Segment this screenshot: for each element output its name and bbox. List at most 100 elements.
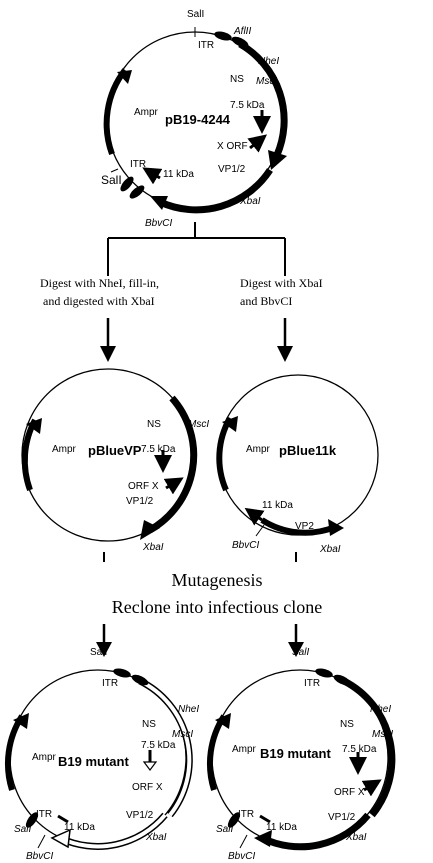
plasmid-left-mid-orfx-label: ORF X — [128, 481, 159, 492]
plasmid-left-bot-amp-label: Ampr — [32, 752, 57, 763]
plasmid-left-bot-itr-oval — [25, 812, 39, 828]
plasmid-right-bot-11kda-arrow — [259, 814, 271, 824]
plasmid-right-bot-itr-oval — [315, 668, 333, 678]
plasmid-right-bot-orf-arrow — [361, 779, 382, 797]
plasmid-right-bot-sal-bot-label: SalI — [216, 824, 233, 835]
plasmid-right-bot-orfx-label: ORF X — [334, 787, 365, 798]
plasmid-right-bot-vp-arc — [260, 812, 371, 851]
plasmid-top-xorf-arrow — [247, 134, 268, 153]
plasmid-left-bot-7kda-label: 7.5 kDa — [141, 740, 176, 751]
plasmid-top-afl-label: AflII — [233, 26, 251, 37]
plasmid-top: SalI ITR AflII NheI NS MscI 7.5 kDa X OR… — [101, 9, 288, 229]
plasmid-right-bot-msc-label: MscI — [372, 729, 393, 740]
plasmid-left-mid-msc-label: MscI — [188, 419, 209, 430]
plasmid-right-bot-itr-oval — [227, 812, 241, 828]
plasmid-left-bot-itr-bot-label: ITR — [36, 809, 52, 820]
plasmid-left-mid-7kda-label: 7.5 kDa — [141, 444, 176, 455]
plasmid-left-bot-11kda-arrow — [57, 814, 69, 824]
plasmid-right-mid-vp2-arrowhead — [328, 519, 344, 536]
plasmid-right-bot-amp-arrowhead — [215, 713, 231, 729]
plasmid-left-mid-amp-arc — [21, 418, 38, 492]
plasmid-right-bot-itr-top-label: ITR — [304, 678, 320, 689]
plasmid-top-msc-label: MscI — [256, 76, 277, 87]
plasmid-left-bot: SalI ITR NheI NS MscI 7.5 kDa ORF X VP1/… — [5, 647, 199, 862]
plasmid-left-mid-name: pBlueVP — [88, 443, 142, 458]
plasmid-right-bot-7kda-label: 7.5 kDa — [342, 744, 377, 755]
plasmid-top-ns-arc — [238, 40, 288, 157]
plasmid-right-bot-bbv-tick — [239, 834, 248, 849]
plasmid-left-bot-bbv-tick — [37, 834, 46, 849]
branch-connector — [107, 222, 286, 276]
plasmid-top-itr-oval — [129, 185, 145, 199]
plasmid-left-mid-insert-arc — [148, 395, 198, 534]
plasmid-right-bot-11kda-label: 11 kDa — [266, 822, 297, 833]
plasmid-top-bbv-label: BbvCI — [145, 218, 172, 229]
plasmid-right-bot-amp-label: Ampr — [232, 744, 257, 755]
plasmid-left-mid-xba-label: XbaI — [142, 542, 164, 553]
plasmid-left-mid: NS MscI 7.5 kDa ORF X VP1/2 XbaI Ampr pB… — [21, 368, 209, 553]
plasmid-left-bot-itr-oval — [113, 668, 131, 678]
plasmid-right-mid-amp-label: Ampr — [246, 444, 271, 455]
plasmid-left-mid-orf-arrow — [163, 477, 184, 495]
plasmid-left-mid-arrowhead — [140, 520, 160, 540]
step-left-line1: Digest with NheI, fill-in, — [40, 276, 159, 290]
plasmid-left-bot-amp-arrowhead — [13, 713, 29, 729]
plasmid-left-mid-amp-arrowhead — [26, 418, 42, 434]
plasmid-left-bot-vp-inner — [59, 813, 167, 849]
plasmid-left-mid-ns-label: NS — [147, 419, 161, 430]
plasmid-top-amp-label: Ampr — [134, 107, 159, 118]
mutagenesis-label: Mutagenesis — [172, 570, 263, 590]
plasmid-right-bot-vp-arrowhead — [254, 830, 272, 847]
plasmid-top-itr-oval — [231, 36, 249, 48]
plasmid-top-11kda-arrow — [142, 167, 163, 185]
step-right-line2: and BbvCI — [240, 294, 292, 308]
plasmid-left-bot-sal-bot-label: SalI — [14, 824, 31, 835]
plasmid-left-bot-11kda-label: 11 kDa — [64, 822, 95, 833]
plasmid-right-mid-xba-label: XbaI — [319, 544, 341, 555]
plasmid-top-itr-oval — [120, 176, 134, 192]
plasmid-left-bot-7kda-arrowhead — [142, 761, 158, 771]
plasmid-right-mid-bbv-label: BbvCI — [232, 540, 259, 551]
plasmid-left-bot-xba-label: XbaI — [145, 832, 167, 843]
down-arrow-right-2-head — [288, 642, 304, 657]
down-arrow-left-2-head — [96, 642, 112, 657]
plasmid-left-bot-bbv-label: BbvCI — [26, 851, 53, 862]
plasmid-top-vp-arrowhead — [150, 196, 168, 210]
plasmid-right-mid-amp-arc — [216, 416, 233, 492]
plasmid-top-name: pB19-4244 — [165, 112, 231, 127]
plasmid-right-mid-vp2-arc — [260, 517, 337, 536]
plasmid-top-vp-arc — [158, 168, 273, 214]
plasmid-top-itr-oval — [214, 31, 232, 41]
plasmid-right-bot-ns-label: NS — [340, 719, 354, 730]
reclone-label: Reclone into infectious clone — [112, 597, 322, 617]
plasmid-right-bot-name: B19 mutant — [260, 746, 331, 761]
plasmid-left-bot-vp-label: VP1/2 — [126, 810, 154, 821]
plasmid-right-mid-bbv-tick — [255, 524, 265, 537]
plasmid-right-bot-nhe-label: NheI — [370, 704, 391, 715]
plasmid-top-sal-bot-label: SalI — [101, 173, 122, 187]
plasmid-left-bot-name: B19 mutant — [58, 754, 129, 769]
plasmid-right-bot-amp-arc — [207, 714, 227, 791]
plasmid-top-sal-top-label: SalI — [187, 9, 204, 20]
plasmid-left-bot-sal-top-label: SalI — [90, 647, 107, 658]
plasmid-left-bot-amp-arc — [5, 714, 25, 791]
plasmid-left-mid-vp-label: VP1/2 — [126, 496, 154, 507]
plasmid-left-bot-orfx-label: ORF X — [132, 782, 163, 793]
plasmid-right-bot-itr-bot-label: ITR — [238, 809, 254, 820]
plasmid-right-bot-sal-top-label: SalI — [292, 647, 309, 658]
plasmid-top-xorf-label: X ORF — [217, 141, 248, 152]
plasmid-left-bot-msc-label: MscI — [172, 729, 193, 740]
plasmid-top-amp-arrowhead — [117, 70, 132, 84]
plasmid-right-bot-xba-label: XbaI — [345, 832, 367, 843]
plasmid-top-itr-bot-label: ITR — [130, 159, 146, 170]
plasmid-left-bot-itr-oval — [131, 674, 149, 686]
plasmid-right-mid-name: pBlue11k — [279, 443, 337, 458]
plasmid-right-bot-bbv-label: BbvCI — [228, 851, 255, 862]
plasmid-top-ns-label: NS — [230, 74, 244, 85]
plasmid-right-bot-itr-oval — [333, 674, 351, 686]
plasmid-top-amp-arc — [103, 68, 128, 156]
step-left-line2: and digested with XbaI — [43, 294, 155, 308]
plasmid-right-mid-11kda-arrow — [244, 507, 265, 526]
plasmid-left-mid-amp-label: Ampr — [52, 444, 77, 455]
